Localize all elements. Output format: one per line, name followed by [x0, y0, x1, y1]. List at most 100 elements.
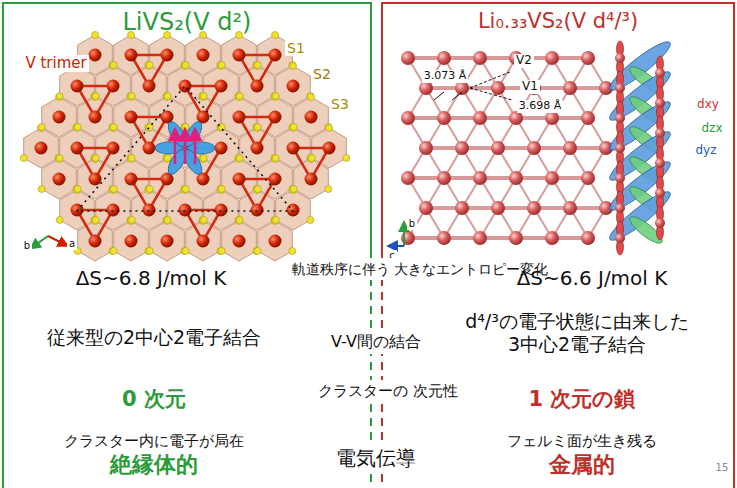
s-atom: [92, 94, 99, 101]
s-atom: [110, 248, 117, 255]
v-atom: [437, 51, 451, 65]
v-atom: [455, 81, 469, 95]
conduction-note: フェルミ面が生き残る: [507, 432, 657, 450]
v-atom: [71, 142, 84, 155]
s-atom: [128, 217, 135, 224]
s-atom: [110, 187, 117, 194]
s-atom: [254, 186, 261, 193]
v-atom: [35, 142, 48, 155]
s-atom: [254, 187, 261, 194]
s-atom: [164, 156, 171, 163]
v-atom: [563, 201, 577, 215]
row-heading: 電気伝導: [332, 444, 420, 473]
s-atom: [146, 186, 153, 193]
s-atom: [92, 156, 99, 163]
s-atom: [92, 155, 99, 162]
s-atom: [56, 155, 63, 162]
s-atom: [182, 186, 189, 193]
v-atom: [437, 171, 451, 185]
s-atom: [38, 125, 45, 132]
s-atom: [290, 125, 297, 132]
distance-label: 3.698 Å: [517, 100, 564, 113]
v-atom: [509, 111, 523, 125]
s-atom: [92, 93, 99, 100]
s-atom: [110, 62, 117, 69]
v-v-bonds: [408, 58, 606, 238]
atom-label: V1: [520, 80, 540, 94]
s-atom: [236, 155, 243, 162]
distance-line: [452, 92, 462, 100]
v-atom: [107, 204, 120, 217]
panel-edge: [370, 2, 372, 250]
s-atom: [236, 156, 243, 163]
v-atom: [125, 111, 138, 124]
v-atom: [473, 171, 487, 185]
electron-arrow: [194, 134, 197, 164]
v-atom: [527, 141, 541, 155]
s-atom: [56, 217, 63, 224]
s-atom: [92, 218, 99, 225]
s-atom: [272, 218, 279, 225]
v-atom: [215, 204, 228, 217]
conduction-note: クラスター内に電子が局在: [64, 432, 244, 450]
s-atom: [146, 187, 153, 194]
v-atom: [269, 49, 282, 62]
axis-arrow: [392, 245, 404, 247]
s-atom: [272, 93, 279, 100]
s-atom: [254, 62, 261, 69]
s-atom: [92, 32, 99, 39]
v-atom: [491, 81, 505, 95]
entropy-change: ΔS~6.8 J/mol K: [76, 266, 227, 290]
s-atom: [128, 218, 135, 225]
s-atom: [308, 155, 315, 162]
v-atom: [509, 171, 523, 185]
row-heading: V-V間の結合: [327, 330, 425, 354]
entropy-change: ΔS~6.6 J/mol K: [517, 266, 668, 290]
s-atom: [92, 217, 99, 224]
v-atom: [197, 235, 210, 248]
v-atom: [89, 49, 102, 62]
s-atom: [164, 218, 171, 225]
v-atom: [473, 51, 487, 65]
v-atom: [305, 173, 318, 186]
s-atom: [307, 217, 314, 224]
v-atom: [473, 111, 487, 125]
site-label: S1: [285, 40, 307, 56]
s-atom: [218, 186, 225, 193]
v-atom: [581, 111, 595, 125]
v-atom: [143, 142, 156, 155]
s-atom: [254, 124, 261, 131]
trimers: [77, 55, 329, 241]
v-atom: [143, 80, 156, 93]
v-atom: [161, 235, 174, 248]
v-atom: [455, 141, 469, 155]
page-number: 15: [714, 462, 731, 474]
v-atom: [107, 80, 120, 93]
v-atom: [437, 231, 451, 245]
s-atom: [164, 217, 171, 224]
v-atom: [251, 204, 264, 217]
s-atom: [200, 156, 207, 163]
s-atom: [110, 63, 117, 70]
v-atom: [215, 142, 228, 155]
v-atom: [215, 80, 228, 93]
s-atom: [56, 93, 63, 100]
s-atom: [182, 248, 189, 255]
s-atom: [289, 248, 296, 255]
v-atom: [233, 235, 246, 248]
s-atom: [307, 93, 314, 100]
s-atom: [236, 94, 243, 101]
s-atom: [254, 63, 261, 70]
s-atom: [236, 217, 243, 224]
v-atom: [419, 201, 433, 215]
bond-type: d⁴/³の電子状態に由来した 3中心2電子結合: [427, 310, 727, 356]
v-atom: [401, 51, 415, 65]
s-atom: [182, 187, 189, 194]
v-atom: [563, 141, 577, 155]
v-atom: [581, 231, 595, 245]
s-atom: [254, 248, 261, 255]
s-atom: [343, 155, 350, 162]
v-atom: [545, 111, 559, 125]
s-atom: [254, 125, 261, 132]
